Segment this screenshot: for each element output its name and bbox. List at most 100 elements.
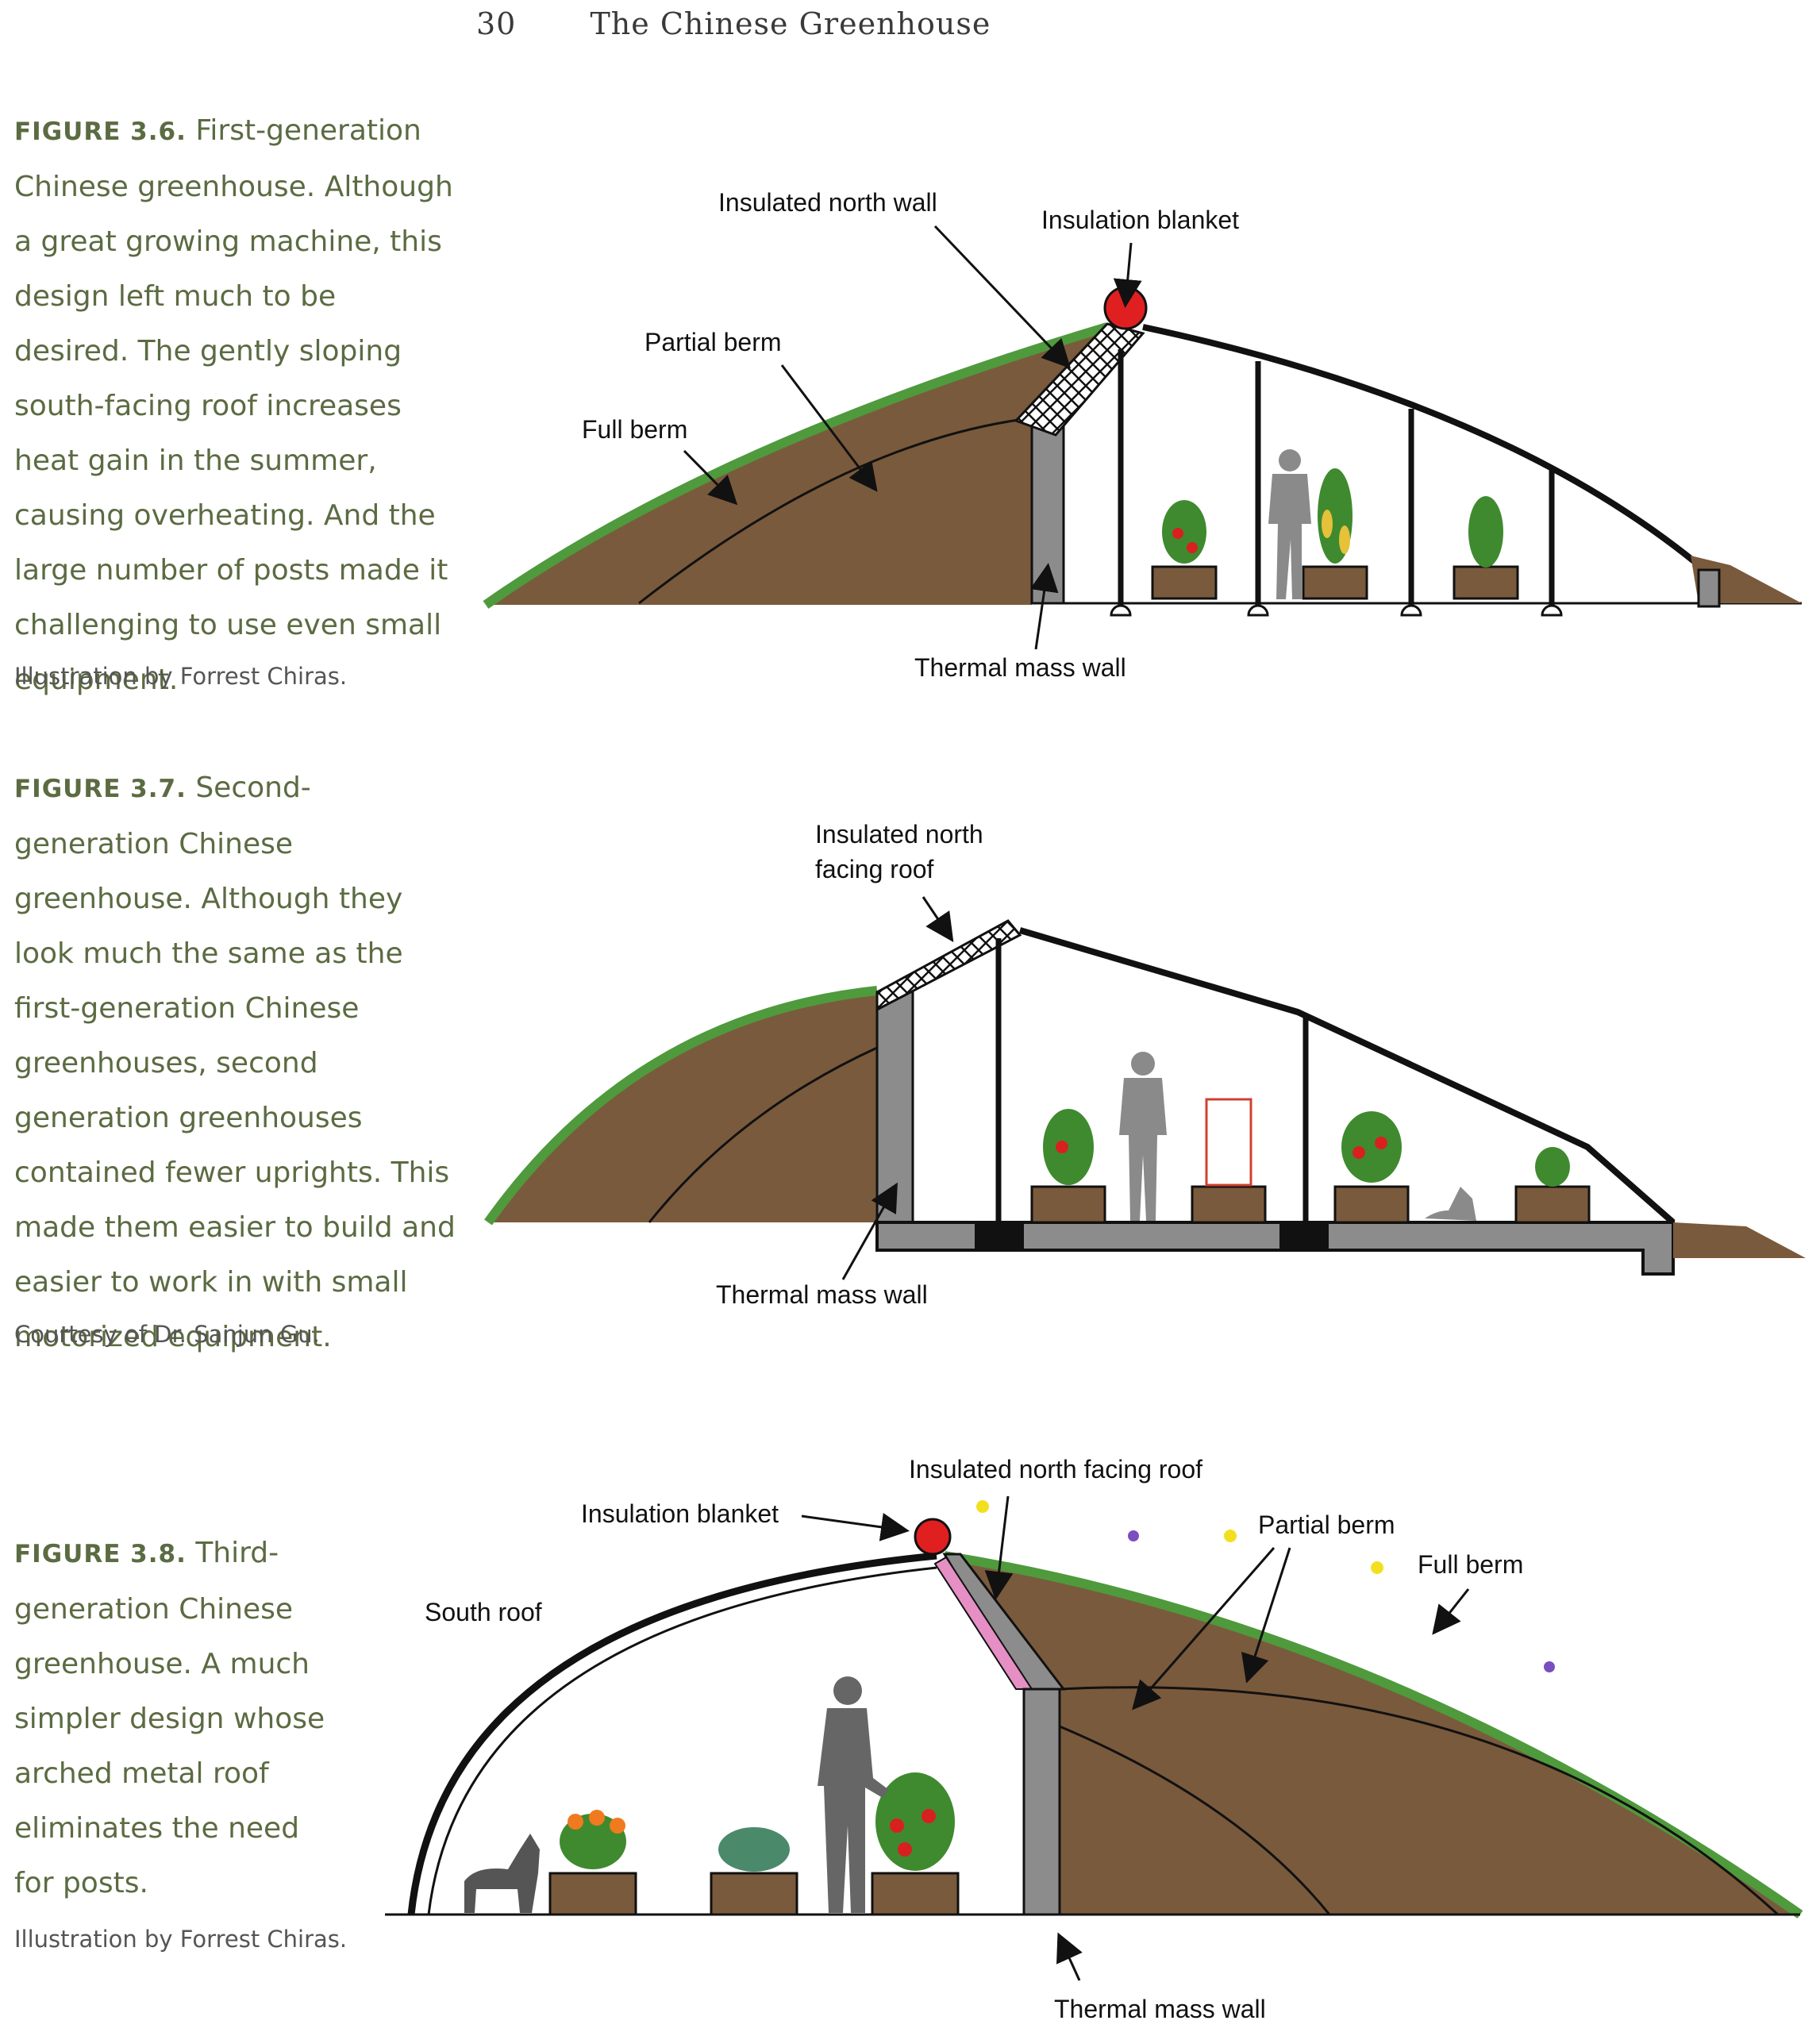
berm-soil bbox=[488, 991, 877, 1222]
figure-3-6-caption: FIGURE 3.6. First-generation Chinese gre… bbox=[14, 103, 459, 707]
planter bbox=[1453, 565, 1519, 600]
post-footing bbox=[1541, 604, 1563, 617]
posts bbox=[1118, 349, 1555, 605]
pepper-plant-icon bbox=[1341, 1111, 1402, 1183]
flower-icon bbox=[976, 1500, 989, 1513]
caption-text: Second-generation Chinese greenhouse. Al… bbox=[14, 772, 456, 1353]
figure-label: FIGURE 3.8. bbox=[14, 1540, 187, 1568]
planter bbox=[1302, 565, 1368, 600]
post-footing bbox=[1400, 604, 1422, 617]
planter bbox=[1514, 1185, 1591, 1224]
corn-ear bbox=[1339, 525, 1350, 554]
person-silhouette bbox=[1119, 1052, 1167, 1221]
person-head bbox=[833, 1676, 862, 1705]
label-partial-berm: Partial berm bbox=[1258, 1511, 1395, 1539]
planter bbox=[710, 1872, 798, 1916]
person-head bbox=[1131, 1052, 1155, 1076]
tomato bbox=[1187, 542, 1198, 553]
pepper bbox=[898, 1842, 912, 1857]
south-footing bbox=[1697, 568, 1721, 608]
flower-icon bbox=[1128, 1530, 1139, 1541]
south-roof-outer bbox=[407, 1552, 937, 1915]
south-roof bbox=[1018, 927, 1676, 1226]
partial-berm-line-2 bbox=[1059, 1725, 1331, 1915]
pepper bbox=[922, 1809, 936, 1823]
thermal-mass-wall bbox=[1022, 1688, 1061, 1916]
caption-text: Third-generation Chinese greenhouse. A m… bbox=[14, 1537, 325, 1899]
plants bbox=[1162, 468, 1503, 568]
arrow-insulated-north-roof bbox=[922, 896, 954, 942]
page-header: 30 The Chinese Greenhouse bbox=[476, 6, 991, 41]
person-body bbox=[1268, 474, 1311, 599]
tomato bbox=[1172, 528, 1183, 539]
pepper-plant-icon bbox=[875, 1772, 955, 1871]
tomato bbox=[1352, 1146, 1365, 1159]
lettuce-plant-icon bbox=[1535, 1147, 1570, 1187]
label-insulated-north-roof-2: facing roof bbox=[815, 855, 934, 883]
figure-3-6-credit: Illustration by Forrest Chiras. bbox=[14, 663, 348, 690]
figure-3-7-credit: Courtesy of Dr. Sanjun Gu. bbox=[14, 1321, 320, 1348]
trellis-icon bbox=[1205, 1098, 1252, 1187]
marigold-flower bbox=[610, 1818, 625, 1834]
partial-berm-line bbox=[648, 1046, 878, 1223]
flower-icon bbox=[1544, 1661, 1555, 1672]
arrow-thermal-mass-wall bbox=[1029, 563, 1059, 650]
person-head bbox=[1279, 449, 1301, 471]
tomatoes bbox=[1056, 1137, 1387, 1159]
page-number: 30 bbox=[476, 6, 517, 41]
planter bbox=[1151, 565, 1218, 600]
dog-icon bbox=[464, 1834, 540, 1913]
label-insulated-north-roof-1: Insulated north bbox=[815, 820, 983, 849]
planters bbox=[548, 1872, 960, 1916]
grass-layer bbox=[484, 986, 878, 1226]
figure-label: FIGURE 3.6. bbox=[14, 117, 187, 146]
arrow-partial-berm-1 bbox=[1132, 1547, 1276, 1711]
south-berm bbox=[1673, 1222, 1806, 1258]
cat-icon bbox=[1425, 1187, 1476, 1221]
figure-3-8-diagram: Insulated north facing roof Insulation b… bbox=[385, 1455, 1803, 2023]
wildflowers bbox=[976, 1500, 1555, 1672]
label-insulated-north-wall: Insulated north wall bbox=[718, 188, 937, 217]
arrow-insulated-north-wall bbox=[933, 225, 1072, 369]
label-insulated-north-facing-roof: Insulated north facing roof bbox=[909, 1455, 1202, 1484]
arrow-insulated-north-facing-roof bbox=[984, 1495, 1014, 1600]
person-silhouette bbox=[818, 1676, 889, 1913]
running-title: The Chinese Greenhouse bbox=[590, 6, 991, 41]
label-thermal-mass-wall: Thermal mass wall bbox=[716, 1280, 928, 1309]
figure-3-7-diagram: Insulated north facing roof Thermal mass… bbox=[484, 820, 1806, 1309]
person-body bbox=[1119, 1078, 1167, 1221]
person-body bbox=[818, 1708, 889, 1913]
post-footings bbox=[1110, 604, 1563, 617]
flower-icon bbox=[1224, 1530, 1237, 1542]
south-roof-inner bbox=[427, 1566, 937, 1915]
tomato bbox=[1056, 1141, 1068, 1153]
planter bbox=[1191, 1185, 1267, 1224]
post-footing bbox=[1110, 604, 1132, 617]
marigold-flower bbox=[589, 1810, 605, 1826]
plants bbox=[1043, 1109, 1570, 1187]
arrow-partial-berm bbox=[780, 364, 878, 492]
person-silhouette bbox=[1268, 449, 1311, 599]
label-partial-berm: Partial berm bbox=[645, 328, 782, 356]
label-insulation-blanket: Insulation blanket bbox=[1041, 206, 1239, 234]
planter bbox=[548, 1872, 637, 1916]
berm-soil bbox=[486, 327, 1107, 605]
south-roof bbox=[1142, 324, 1709, 575]
berm-soil bbox=[945, 1556, 1800, 1915]
label-south-roof: South roof bbox=[425, 1598, 542, 1626]
label-full-berm: Full berm bbox=[1418, 1550, 1523, 1579]
grass-layer bbox=[944, 1551, 1803, 1918]
tomato bbox=[1375, 1137, 1387, 1149]
insulated-north-wall bbox=[1014, 322, 1145, 437]
figure-3-8-caption: FIGURE 3.8. Third-generation Chinese gre… bbox=[14, 1526, 332, 1911]
tomato-plant-icon bbox=[1162, 500, 1206, 564]
arrow-thermal-mass-wall bbox=[1056, 1932, 1083, 1981]
planter bbox=[871, 1872, 960, 1916]
arrow-full-berm bbox=[683, 449, 738, 506]
partial-berm-line bbox=[1059, 1686, 1780, 1916]
plants bbox=[560, 1772, 955, 1872]
post-footing bbox=[1247, 604, 1269, 617]
planter bbox=[1030, 1185, 1106, 1224]
insulated-north-roof bbox=[875, 919, 1022, 1012]
